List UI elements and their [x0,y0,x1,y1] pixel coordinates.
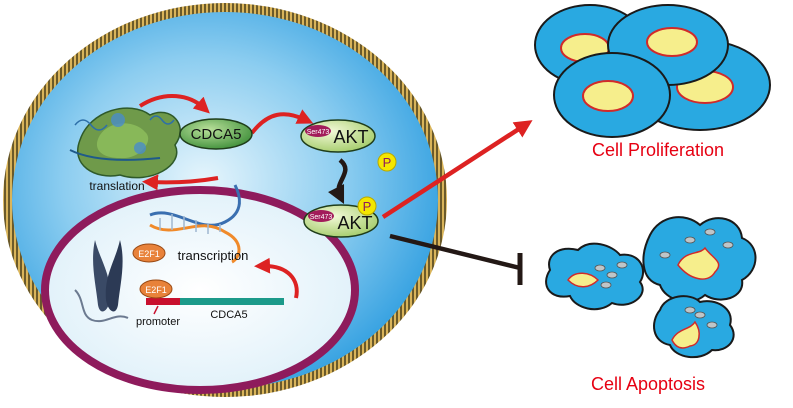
cdca5-gene-label: CDCA5 [210,309,247,321]
nuclear-envelope [41,186,359,394]
phosphate-label-bound: P [363,199,372,214]
ser473-site-phospho [308,210,334,222]
proliferating-cells [534,4,771,138]
akt-unphosphorylated: Ser473 AKT [300,119,376,153]
cdca5-gene-segment [180,298,284,305]
e2f1-bound [139,279,173,299]
apoptotic-cells [545,216,757,359]
arrow-gene-to-transcription [254,257,299,299]
e2f1-free: E2F1 [132,243,166,263]
cdca5-protein-label: CDCA5 [191,126,242,143]
transcription-label: transcription [178,248,249,263]
cdca5-protein: CDCA5 [179,118,253,150]
dna-illustration [149,184,241,264]
cdca5-gene: E2F1 promoter CDCA5 [136,279,284,328]
ser473-label-phospho: Ser473 [310,214,333,221]
pathway-arrows [138,93,533,299]
bound-phosphate [357,196,377,216]
free-phosphate: P [377,152,397,172]
prolif-nucleus [582,80,634,112]
arrow-to-proliferation [381,120,533,219]
promoter-segment [146,298,180,305]
ser473-label: Ser473 [307,129,330,136]
akt-label: AKT [333,127,368,147]
inhibition-to-apoptosis [389,233,521,271]
akt-phosphorylated: Ser473 AKT P [303,196,379,238]
ribosome-illustration [69,107,181,179]
e2f1-bound-label: E2F1 [145,285,167,295]
ser473-site [305,125,331,137]
akt-phospho-label: AKT [337,213,372,233]
arrow-phosphorylation [327,158,348,205]
cell-proliferation-label: Cell Proliferation [592,140,724,160]
prolif-nucleus [646,27,698,57]
translation-label: translation [89,179,144,193]
arrow-ribosome-to-cdca5 [138,93,210,114]
cell-apoptosis-label: Cell Apoptosis [591,374,705,394]
phosphate-label-free: P [383,155,392,170]
arrow-to-translation [142,174,219,191]
e2f1-free-label: E2F1 [138,249,160,259]
promoter-label: promoter [136,316,180,328]
chromosome-illustration [74,240,129,323]
arrow-cdca5-to-akt [250,109,314,135]
nucleus [41,186,359,394]
